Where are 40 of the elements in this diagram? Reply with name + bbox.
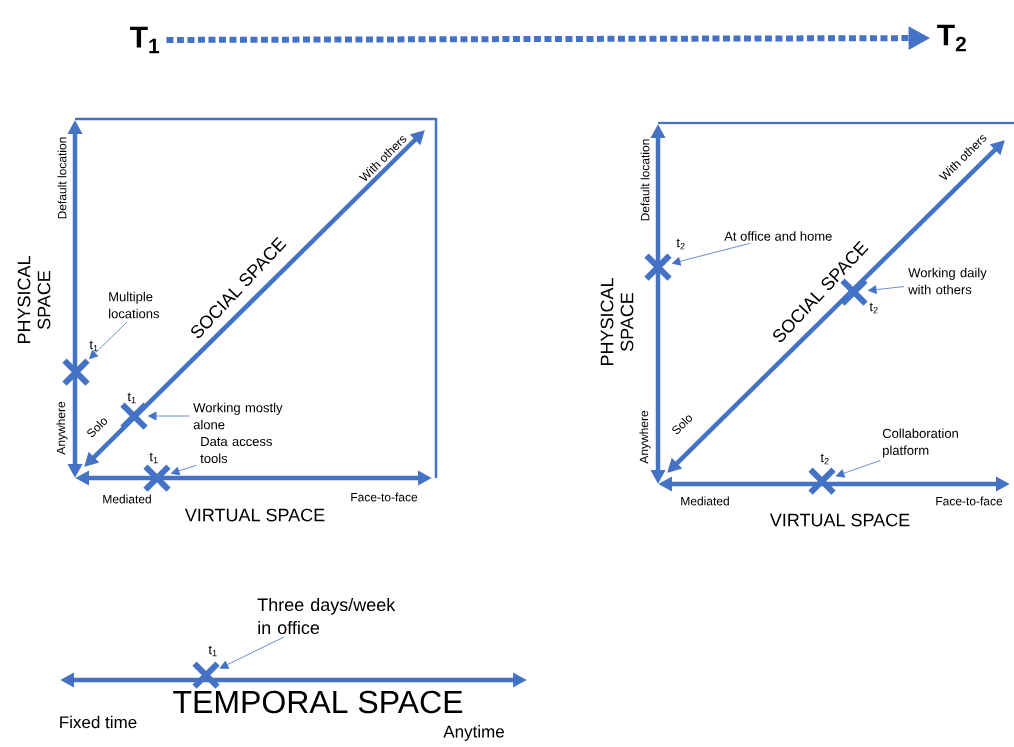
callout-text: At office and home xyxy=(724,231,832,241)
time-label: t$_{1}$ xyxy=(149,452,158,464)
cross-mark xyxy=(142,463,172,493)
time-point-label: T$_{2}$ xyxy=(937,24,966,52)
callout-text: Collaboration platform xyxy=(882,428,958,458)
axis-label: Anywhere xyxy=(56,401,68,455)
axis-label: Anytime xyxy=(443,725,504,741)
time-point-label: T$_{1}$ xyxy=(130,26,160,54)
callout-text: Data access tools xyxy=(200,436,272,464)
axis-label: Mediated xyxy=(681,496,729,506)
time-label: t$_{2}$ xyxy=(869,302,878,314)
cross-mark xyxy=(61,357,91,387)
callout-text: Working daily with others xyxy=(908,267,987,295)
leader-arrow xyxy=(671,243,750,266)
axis-label: VIRTUAL SPACE xyxy=(184,508,325,522)
axis-label: Solo xyxy=(672,415,693,435)
callout-text: Multiple locations xyxy=(109,291,160,319)
axis-label: Solo xyxy=(87,418,108,438)
time-label: t$_{2}$ xyxy=(676,238,685,250)
axis-label: Default location xyxy=(57,137,67,219)
leader-arrow xyxy=(219,636,285,669)
time-label: t$_{2}$ xyxy=(820,453,829,465)
time-label: t$_{1}$ xyxy=(89,340,98,352)
axis-label: PHYSICAL SPACE xyxy=(600,278,634,366)
time-label: t$_{1}$ xyxy=(127,392,136,404)
leader-arrow xyxy=(89,321,128,360)
axis-label: Fixed time xyxy=(60,715,137,729)
time-label: t$_{1}$ xyxy=(208,645,217,657)
cross-mark xyxy=(643,252,673,282)
axis-label: Face-to-face xyxy=(936,496,1003,506)
callout-text: Working mostly alone xyxy=(193,402,283,430)
axis-label: Face-to-face xyxy=(351,492,418,502)
leader-arrow xyxy=(170,464,197,476)
cross-mark xyxy=(191,660,221,690)
axis-label: Anywhere xyxy=(639,410,651,464)
callout-text: Three days/week in office xyxy=(257,597,396,635)
cross-mark xyxy=(807,466,837,496)
leader-arrow xyxy=(868,285,905,294)
leader-arrow xyxy=(835,460,881,478)
leader-arrow xyxy=(148,411,190,421)
